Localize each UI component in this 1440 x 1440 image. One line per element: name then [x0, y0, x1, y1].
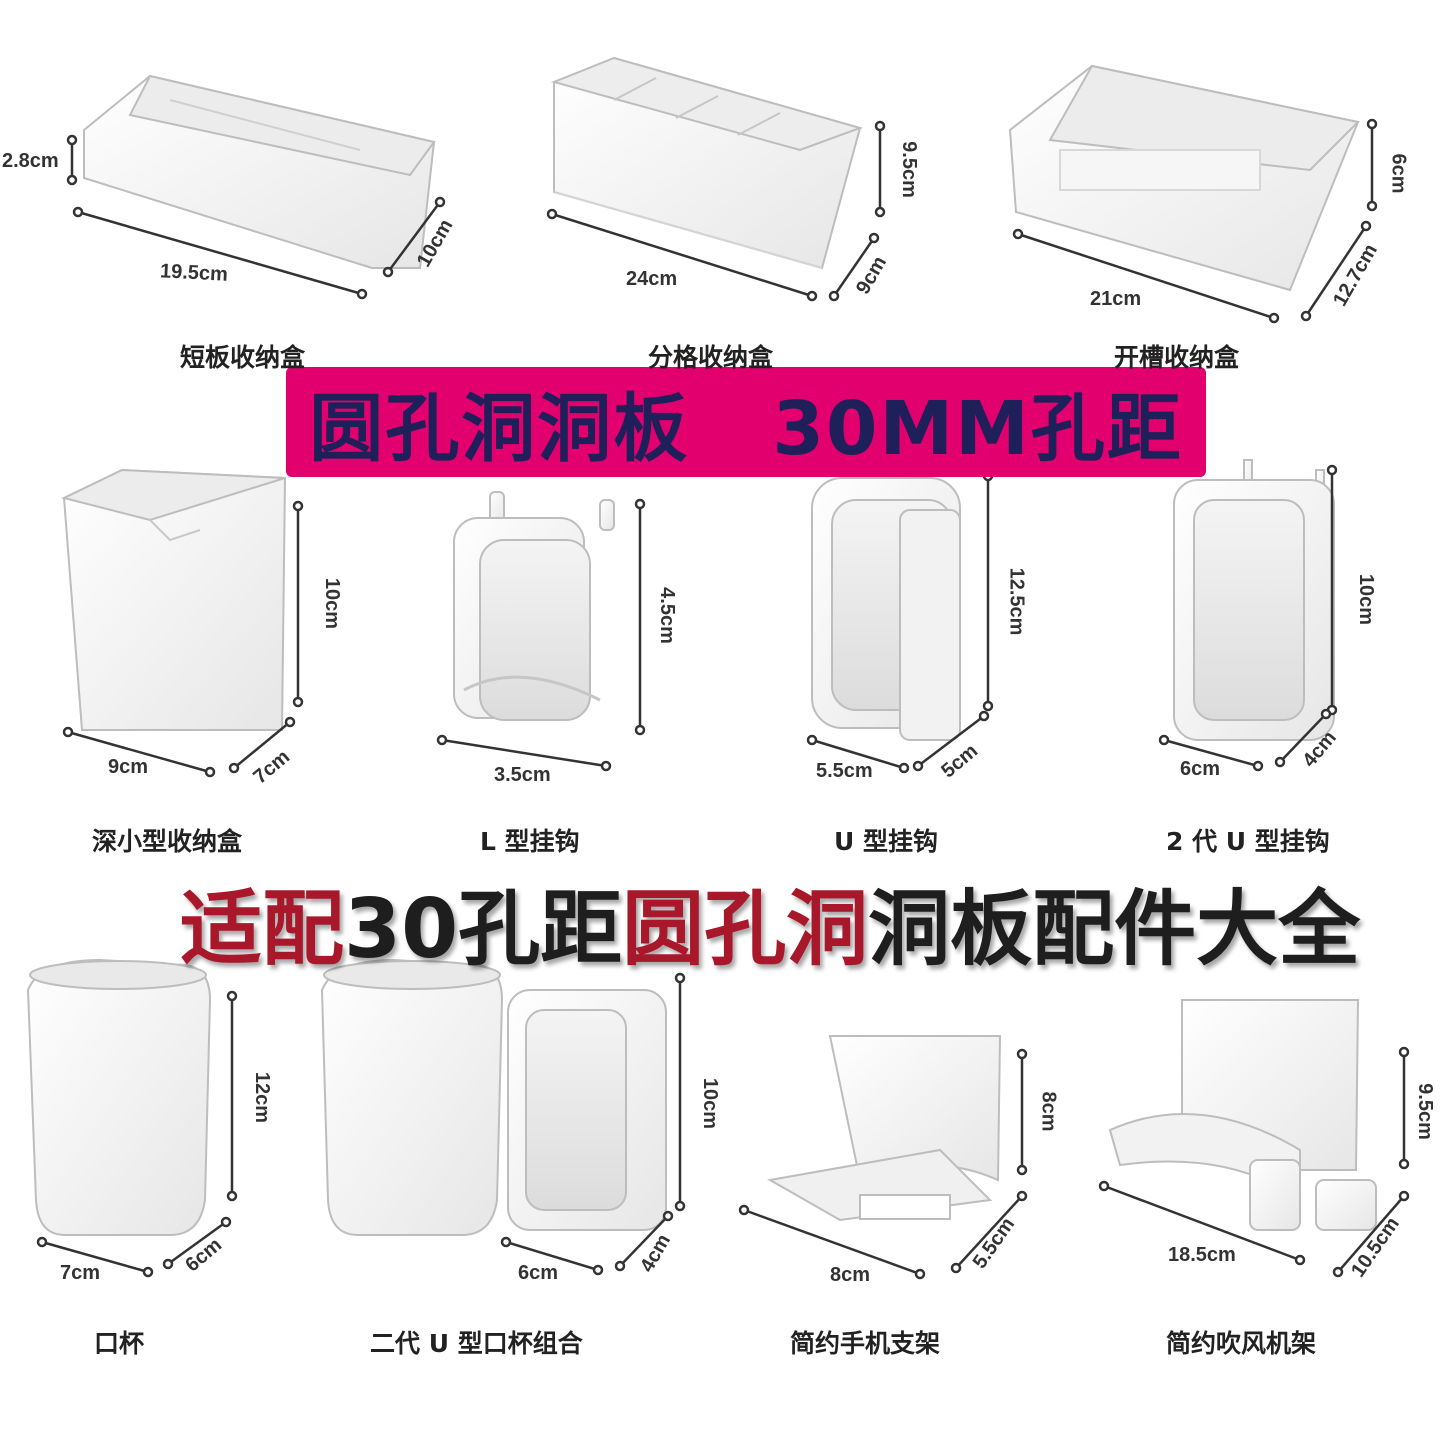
u-cup-combo-illustration — [320, 958, 667, 1236]
deep-small-box-illustration — [61, 468, 287, 731]
u-hook-name: U 型挂钩 — [834, 827, 939, 856]
u-cup-combo-name: 二代 U 型口杯组合 — [370, 1329, 583, 1358]
headline-part-3: 圆孔洞 — [622, 882, 869, 977]
cup-name: 口杯 — [94, 1329, 145, 1358]
u-hook-width-label: 5.5cm — [816, 760, 873, 782]
hair-dryer-holder-illustration — [1108, 999, 1377, 1231]
headline-part-1: 适配 — [180, 882, 345, 977]
cup-illustration — [26, 958, 212, 1236]
divided-box-illustration — [550, 56, 864, 270]
phone-stand-height-label: 8cm — [1037, 1091, 1060, 1132]
divided-box-height-label: 9.5cm — [897, 141, 920, 198]
headline-part-2: 30孔距 — [344, 882, 623, 977]
phone-stand-width-label: 8cm — [830, 1264, 871, 1286]
u-hook-gen2-illustration — [1173, 459, 1335, 741]
hair-dryer-holder-width-label: 18.5cm — [1168, 1244, 1236, 1266]
short-tray-height-label: 2.8cm — [2, 150, 59, 172]
headline: 适配30孔距圆孔洞洞板配件大全 — [180, 862, 1360, 977]
u-hook-height-label: 12.5cm — [1005, 567, 1028, 636]
divided-box-length-label: 24cm — [626, 268, 678, 290]
u-cup-combo-width-label: 6cm — [518, 1262, 559, 1284]
hole-spacing-banner: 圆孔洞洞板 30MM孔距 — [286, 367, 1206, 477]
divided-box-name: 分格收纳盒 — [648, 343, 774, 372]
headline-part-4: 洞板配件大全 — [868, 882, 1361, 977]
short-tray-illustration — [83, 74, 436, 269]
deep-box-height-label: 10cm — [321, 577, 344, 630]
l-hook-height-label: 4.5cm — [655, 587, 678, 644]
hair-dryer-holder-height-label: 9.5cm — [1413, 1083, 1436, 1140]
cup-height-label: 12cm — [251, 1071, 274, 1124]
cup-width-label: 7cm — [60, 1262, 101, 1284]
deep-box-width-label: 9cm — [108, 756, 149, 778]
l-hook-name: L 型挂钩 — [480, 827, 580, 856]
short-tray-length-label: 19.5cm — [159, 260, 229, 286]
u-hook-gen2-width-label: 6cm — [1180, 758, 1221, 780]
hair-dryer-holder-name: 简约吹风机架 — [1166, 1329, 1317, 1358]
slotted-box-length-label: 21cm — [1090, 288, 1142, 310]
phone-stand-name: 简约手机支架 — [790, 1329, 941, 1358]
l-hook-illustration — [453, 491, 615, 721]
u-cup-combo-height-label: 10cm — [699, 1077, 722, 1130]
u-hook-gen2-height-label: 10cm — [1355, 573, 1378, 626]
u-hook-illustration — [811, 477, 961, 741]
slotted-box-height-label: 6cm — [1387, 153, 1410, 194]
deep-box-name: 深小型收纳盒 — [92, 827, 243, 856]
short-tray-name: 短板收纳盒 — [180, 343, 306, 372]
u-hook-gen2-name: 2 代 U 型挂钩 — [1166, 827, 1330, 856]
phone-stand-illustration — [767, 1035, 1002, 1222]
l-hook-width-label: 3.5cm — [494, 764, 551, 786]
slotted-box-name: 开槽收纳盒 — [1114, 343, 1240, 372]
banner-text: 圆孔洞洞板 30MM孔距 — [309, 385, 1183, 472]
slotted-box-illustration — [1008, 64, 1361, 292]
